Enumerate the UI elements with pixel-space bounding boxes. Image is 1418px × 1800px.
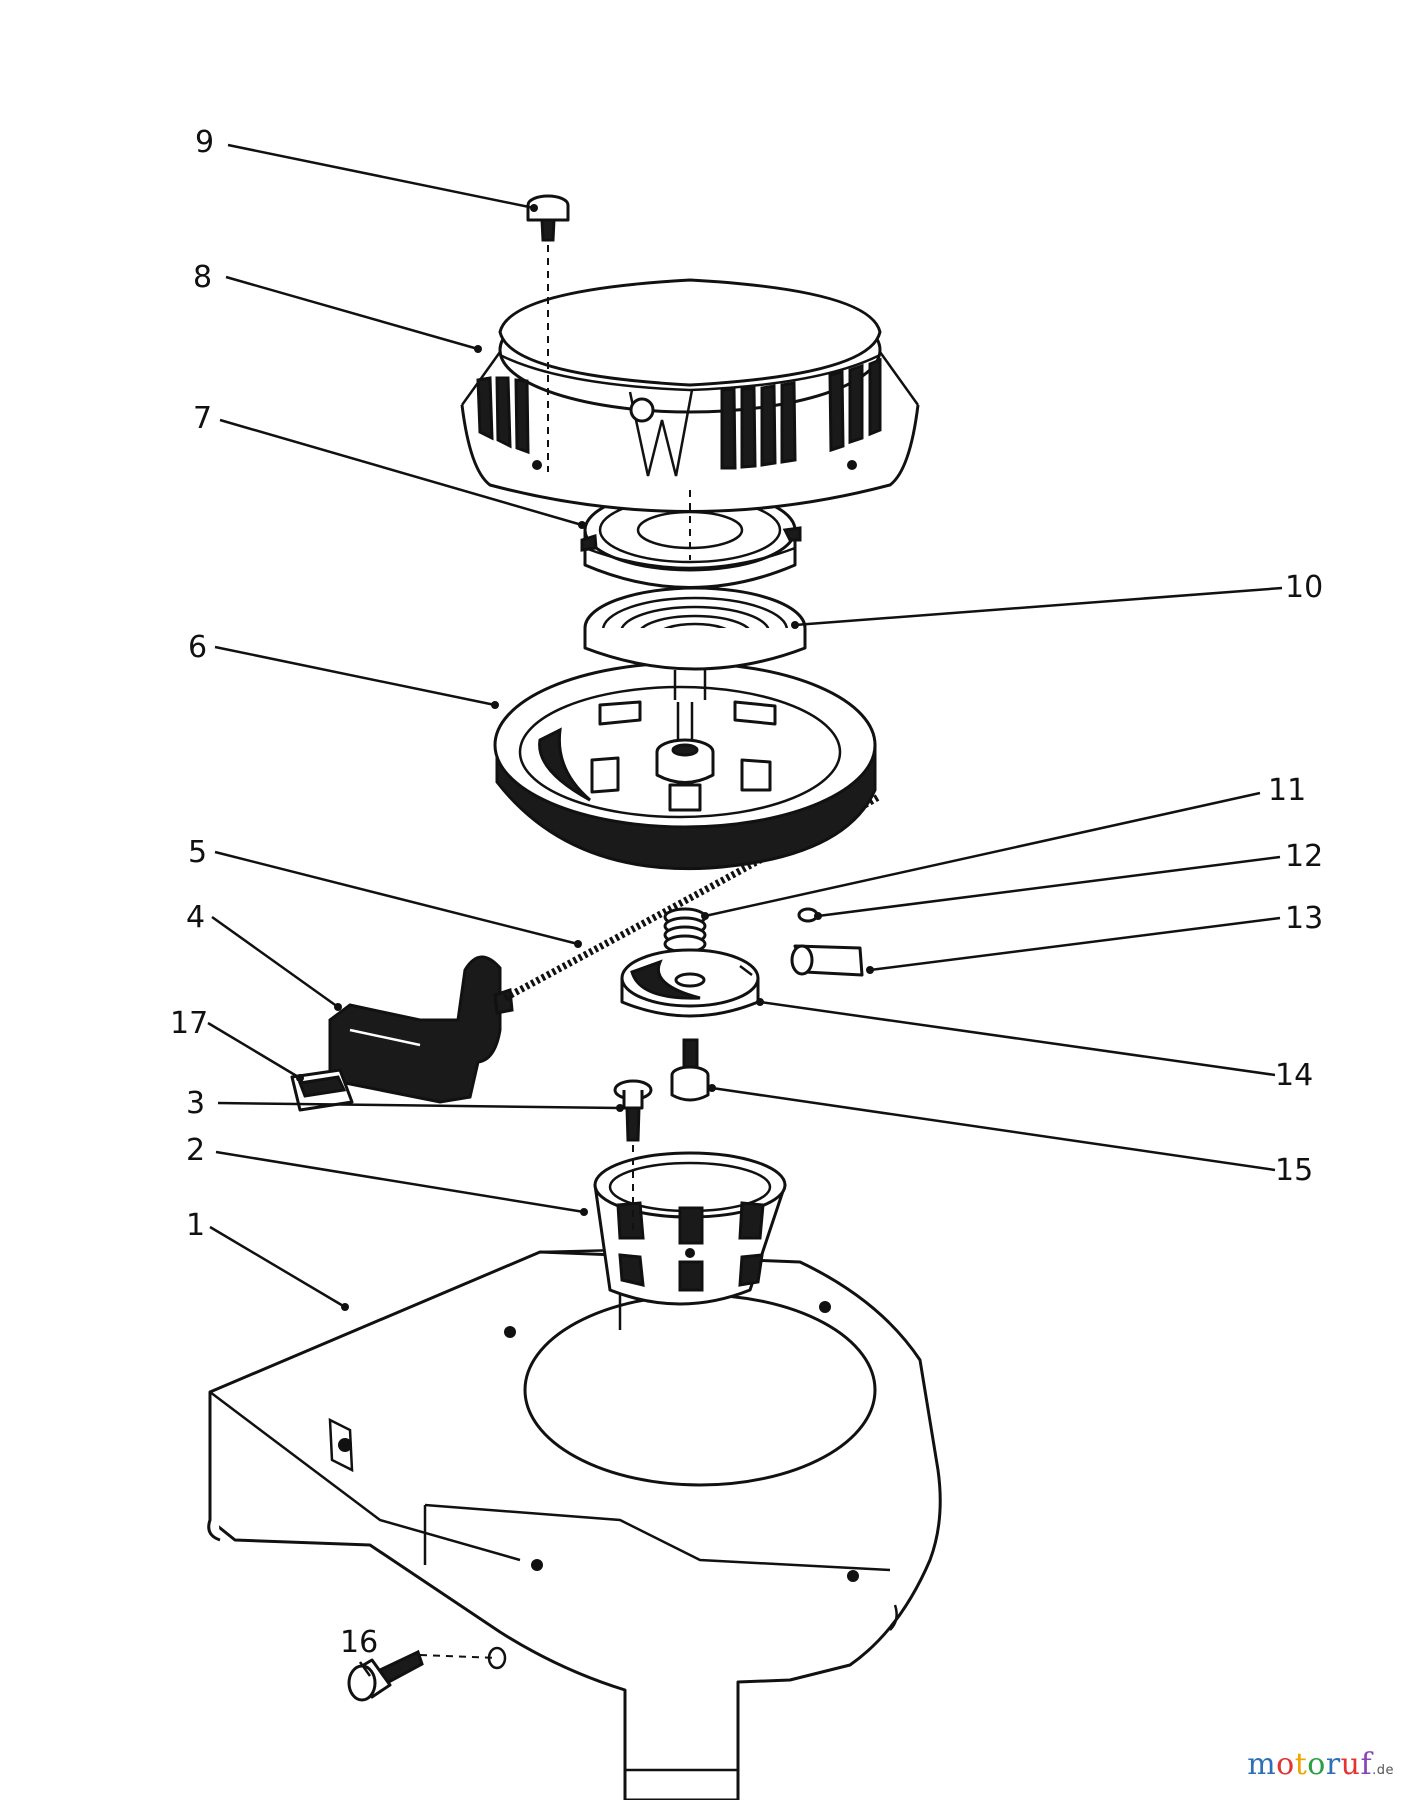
starter-housing bbox=[460, 278, 920, 513]
watermark-letter: r bbox=[1325, 1747, 1341, 1782]
brake-spring bbox=[663, 907, 707, 954]
callout-9: 9 bbox=[195, 125, 214, 160]
watermark-logo: motoruf.de bbox=[1247, 1747, 1394, 1782]
callout-3: 3 bbox=[186, 1086, 205, 1121]
callout-10: 10 bbox=[1285, 570, 1323, 605]
starter-pulley bbox=[493, 661, 877, 871]
callout-11: 11 bbox=[1268, 773, 1306, 808]
shoulder-stud bbox=[670, 1038, 710, 1102]
watermark-tld: .de bbox=[1372, 1763, 1394, 1778]
callout-1: 1 bbox=[186, 1208, 205, 1243]
callout-14: 14 bbox=[1275, 1058, 1313, 1093]
starter-dog bbox=[790, 907, 864, 977]
callout-7: 7 bbox=[193, 401, 212, 436]
callout-16: 16 bbox=[340, 1625, 378, 1660]
starter-cup bbox=[593, 1151, 787, 1306]
screw-3 bbox=[613, 1079, 653, 1142]
callout-5: 5 bbox=[188, 835, 207, 870]
callout-15: 15 bbox=[1275, 1153, 1313, 1188]
blower-housing bbox=[207, 1248, 942, 1800]
callout-2: 2 bbox=[186, 1133, 205, 1168]
leader-lines bbox=[207, 143, 1283, 1677]
assembly-axis-bolt-16 bbox=[419, 1654, 498, 1659]
screw-9 bbox=[526, 194, 570, 242]
watermark-letter: u bbox=[1340, 1747, 1361, 1782]
callout-17: 17 bbox=[170, 1006, 208, 1041]
callout-6: 6 bbox=[188, 630, 207, 665]
watermark-letter: m bbox=[1247, 1747, 1277, 1782]
callout-8: 8 bbox=[193, 260, 212, 295]
starter-handle bbox=[328, 955, 514, 1104]
watermark-letter: f bbox=[1360, 1747, 1373, 1782]
recoil-spring bbox=[583, 586, 807, 700]
watermark-text: motoruf bbox=[1247, 1747, 1372, 1782]
callout-labels: 9 8 7 10 6 11 5 12 13 4 17 14 3 2 15 1 1… bbox=[170, 125, 1323, 1660]
decal-tag bbox=[290, 1068, 354, 1112]
callout-4: 4 bbox=[186, 900, 205, 935]
watermark-letter: o bbox=[1307, 1747, 1326, 1782]
watermark-letter: o bbox=[1276, 1747, 1295, 1782]
callout-13: 13 bbox=[1285, 901, 1323, 936]
callout-12: 12 bbox=[1285, 839, 1323, 874]
cam-dog-plate bbox=[620, 948, 760, 1018]
watermark-letter: t bbox=[1294, 1747, 1308, 1782]
